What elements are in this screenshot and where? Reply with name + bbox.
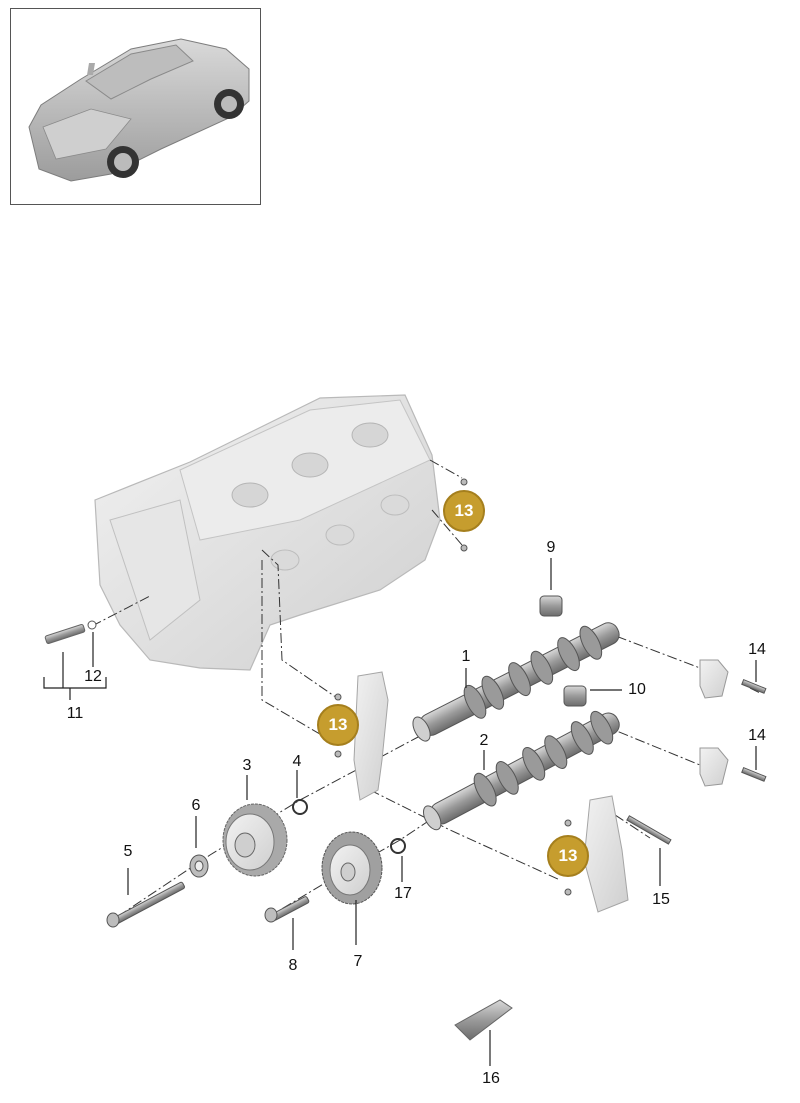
sprocket-7 xyxy=(321,831,383,905)
o-ring-4 xyxy=(292,799,308,815)
bolt-8 xyxy=(264,896,310,923)
callout-11[interactable]: 11 xyxy=(66,705,84,722)
callout-8[interactable]: 8 xyxy=(288,957,298,974)
camshaft-1 xyxy=(412,622,620,742)
tappet-10 xyxy=(563,685,587,707)
washer-6 xyxy=(189,854,209,878)
callout-6[interactable]: 6 xyxy=(191,797,201,814)
vehicle-thumbnail xyxy=(10,8,261,205)
o-ring-17 xyxy=(390,838,406,854)
callout-12[interactable]: 12 xyxy=(84,668,102,685)
bolt-12 xyxy=(44,620,97,644)
callout-3[interactable]: 3 xyxy=(242,757,252,774)
camshaft-2 xyxy=(422,710,620,831)
callout-13-badge-right[interactable]: 13 xyxy=(547,835,589,877)
callout-15[interactable]: 15 xyxy=(652,891,670,908)
callout-7[interactable]: 7 xyxy=(353,953,363,970)
callout-leaders xyxy=(43,558,757,1066)
callout-16[interactable]: 16 xyxy=(482,1070,500,1087)
tappet-9 xyxy=(539,595,563,617)
car-icon xyxy=(28,38,250,182)
callout-2[interactable]: 2 xyxy=(479,732,489,749)
callout-10[interactable]: 10 xyxy=(628,681,646,698)
cylinder-head xyxy=(94,394,441,671)
camshaft-adjuster-3 xyxy=(222,803,288,877)
bearing-caps-14 xyxy=(699,659,767,787)
callout-1[interactable]: 1 xyxy=(461,648,471,665)
callout-13-badge-middle[interactable]: 13 xyxy=(317,704,359,746)
callout-17[interactable]: 17 xyxy=(394,885,412,902)
callout-13-badge-top[interactable]: 13 xyxy=(443,490,485,532)
bolt-5 xyxy=(106,881,185,928)
callout-5[interactable]: 5 xyxy=(123,843,133,860)
part-16 xyxy=(454,999,513,1041)
fastener-dots-13 xyxy=(334,478,572,896)
bracket-guide xyxy=(353,671,389,801)
callout-4[interactable]: 4 xyxy=(292,753,302,770)
callout-14a[interactable]: 14 xyxy=(748,641,766,658)
callout-9[interactable]: 9 xyxy=(546,539,556,556)
callout-14b[interactable]: 14 xyxy=(748,727,766,744)
